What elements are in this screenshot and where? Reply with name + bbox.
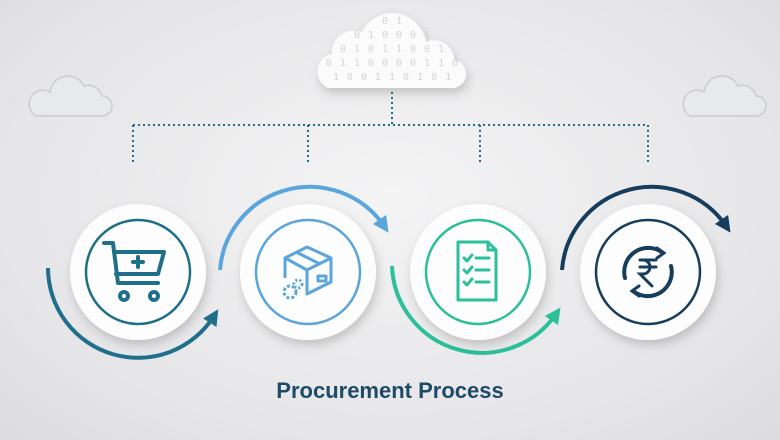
box-gears-icon [282, 245, 333, 300]
rupee-cycle-icon [622, 245, 674, 299]
binary-row: 0 1 0 1 1 0 0 1 [339, 44, 446, 55]
arrow-step-2 [218, 184, 389, 271]
arrow-step-3 [390, 265, 561, 355]
step-1-purchase [70, 204, 206, 340]
binary-row: 0 1 [381, 16, 404, 27]
arrow-step-1 [46, 267, 219, 360]
binary-row: 0 1 0 0 0 1 [353, 30, 432, 41]
cloud-right-icon [682, 75, 767, 117]
binary-row: 1 0 0 1 1 0 1 0 1 [332, 72, 453, 83]
diagram-title: Procurement Process [276, 378, 504, 403]
step-2-order [240, 204, 376, 340]
step-4-payment [580, 204, 716, 340]
shopping-cart-add-icon [102, 241, 166, 302]
binary-row: 0 1 1 0 0 0 0 1 1 0 [325, 58, 460, 69]
checklist-document-icon [456, 240, 498, 302]
arrow-step-4 [560, 184, 731, 271]
connector-lines [132, 92, 649, 165]
step-3-approval [410, 204, 546, 340]
data-cloud-icon [317, 13, 467, 89]
cloud-left-icon [28, 75, 113, 117]
